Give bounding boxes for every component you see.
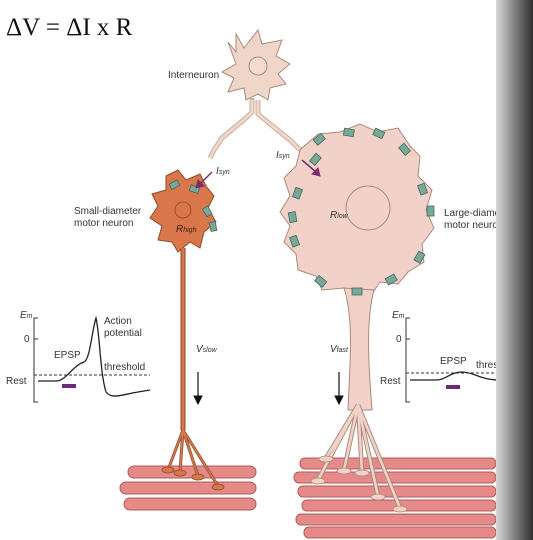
large-motor-neuron (280, 124, 434, 512)
small-motor-neuron (150, 170, 224, 490)
right-graph-y-label: Em (392, 310, 405, 322)
v-fast-label: Vfast (330, 344, 348, 356)
large-neuron-label-line2: motor neuron (444, 220, 503, 231)
r-high-label: Rhigh (176, 224, 196, 236)
small-neuron-label-line2: motor neuron (74, 218, 133, 229)
left-graph-epsp: EPSP (54, 350, 81, 361)
left-graph-zero: 0 (24, 334, 30, 345)
i-syn-left-label: Isyn (216, 166, 230, 178)
left-graph-action-potential-line1: Action (104, 316, 132, 327)
muscle-fibers-left (120, 466, 256, 510)
v-slow-label: Vslow (196, 344, 217, 356)
page-edge-shadow (496, 0, 533, 540)
left-graph-y-label: Em (20, 310, 33, 322)
voltage-arrows (194, 372, 343, 404)
small-neuron-label-line1: Small-diameter (74, 206, 141, 217)
right-graph-rest: Rest (380, 376, 401, 387)
interneuron (210, 30, 306, 158)
left-graph-rest: Rest (6, 376, 27, 387)
left-graph-threshold: threshold (104, 362, 145, 373)
right-graph-zero: 0 (396, 334, 402, 345)
i-syn-right-label: Isyn (276, 150, 290, 162)
left-graph-action-potential-line2: potential (104, 328, 142, 339)
r-low-label: Rlow (330, 210, 348, 222)
interneuron-label: Interneuron (168, 70, 219, 81)
right-graph-epsp: EPSP (440, 356, 467, 367)
